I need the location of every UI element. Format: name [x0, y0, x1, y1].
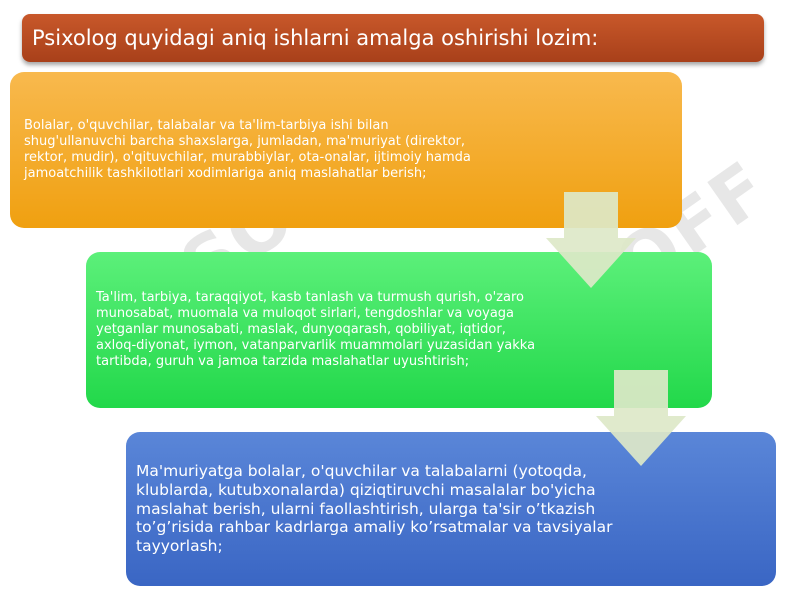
down-arrow-icon — [596, 370, 686, 466]
title-banner: Psixolog quyidagi aniq ishlarni amalga o… — [22, 14, 764, 62]
process-box-1: Bolalar, o'quvchilar, talabalar va ta'li… — [10, 72, 682, 228]
process-box-2-text: Ta'lim, tarbiya, taraqqiyot, kasb tanlas… — [96, 290, 536, 369]
title-text: Psixolog quyidagi aniq ishlarni amalga o… — [32, 26, 599, 50]
process-box-3: Ma'muriyatga bolalar, o'quvchilar va tal… — [126, 432, 776, 586]
process-box-3-text: Ma'muriyatga bolalar, o'quvchilar va tal… — [136, 461, 613, 556]
process-box-1-text: Bolalar, o'quvchilar, talabalar va ta'li… — [24, 118, 471, 181]
process-box-2: Ta'lim, tarbiya, taraqqiyot, kasb tanlas… — [86, 252, 712, 408]
down-arrow-icon — [546, 192, 636, 288]
